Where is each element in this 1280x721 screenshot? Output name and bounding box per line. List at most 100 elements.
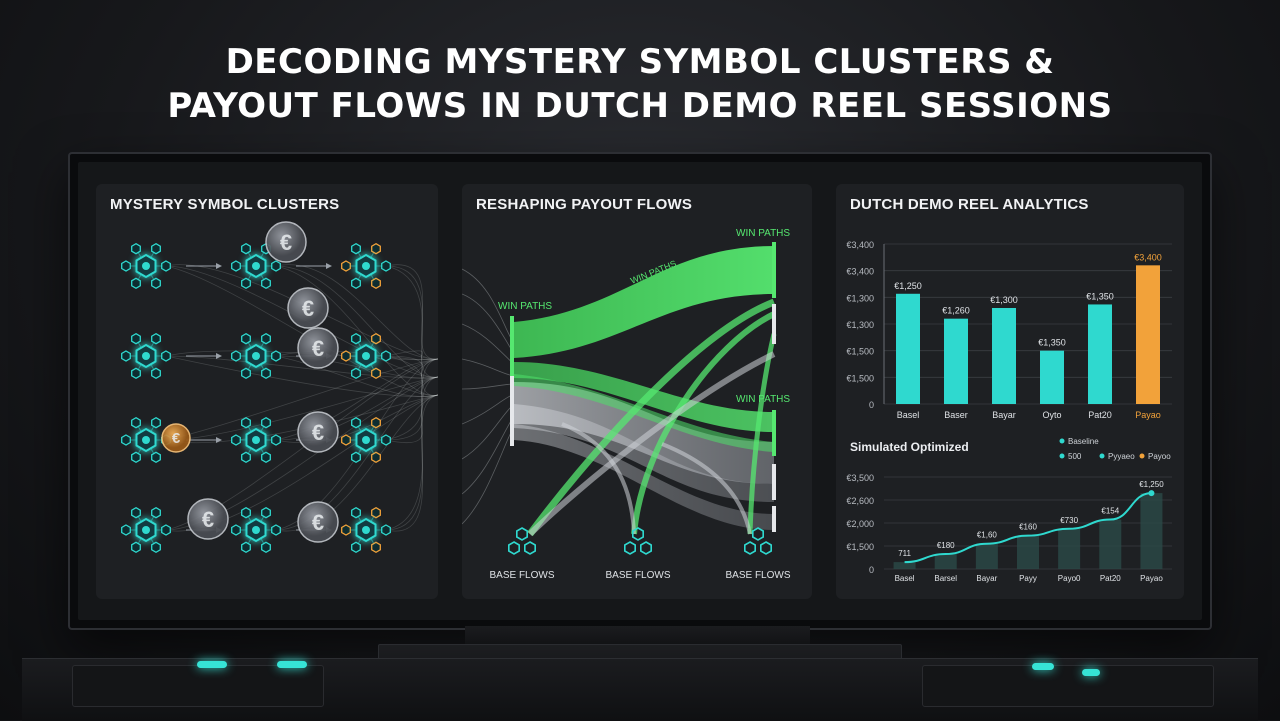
bar-category-label: Pat20 <box>1088 410 1112 420</box>
bar-category-label: Bayar <box>992 410 1016 420</box>
line-ytick-label: €3,500 <box>846 473 874 483</box>
bar-category-label: Oyto <box>1042 410 1061 420</box>
win-paths-label-left: WIN PATHS <box>498 301 552 312</box>
line-category-label: Basel <box>895 574 915 583</box>
console-led <box>277 661 307 668</box>
bar-data-label: €1,250 <box>894 281 922 291</box>
line-data-label: 711 <box>898 549 911 558</box>
line-ytick-label: 0 <box>869 565 874 575</box>
base-flows-label-mid: BASE FLOWS <box>605 570 670 581</box>
line-data-label: €1,60 <box>977 531 998 540</box>
euro-coin-icon: € <box>297 501 339 543</box>
bar-data-label: €1,300 <box>990 295 1018 305</box>
console-led <box>1082 669 1100 676</box>
line-area-bar <box>893 562 916 569</box>
euro-coin-icon: € <box>265 221 307 263</box>
bar-data-label: €1,350 <box>1038 338 1066 348</box>
line-data-label: €730 <box>1060 516 1078 525</box>
euro-coin-icon: € <box>287 287 329 329</box>
line-ytick-label: €2,600 <box>846 496 874 506</box>
symbol-cluster-node <box>341 242 391 290</box>
euro-coin-icon: € <box>297 411 339 453</box>
svg-text:€: € <box>302 296 314 321</box>
title-line-2: PAYOUT FLOWS IN DUTCH DEMO REEL SESSIONS <box>167 86 1113 126</box>
base-flow-hex-icon <box>507 527 536 555</box>
analytics-panel: DUTCH DEMO REEL ANALYTICS €3,400 €3,400 €1… <box>836 184 1184 599</box>
euro-coin-icon: € <box>297 327 339 369</box>
line-data-label: €180 <box>937 541 955 550</box>
console-drawer-left <box>72 665 324 707</box>
bar-category-label: Baser <box>944 410 968 420</box>
series-line <box>904 492 1152 564</box>
line-ytick-label: €2,000 <box>846 519 874 529</box>
svg-text:€: € <box>312 420 324 445</box>
win-paths-label-right: WIN PATHS <box>736 394 790 405</box>
symbol-cluster-node <box>121 506 171 554</box>
bar-ytick-label: €1,300 <box>846 293 874 303</box>
symbol-cluster-node <box>231 332 281 380</box>
line-area-bar <box>975 543 998 569</box>
monitor-screen: MYSTERY SYMBOL CLUSTERS €€€€€€€ <box>78 162 1202 620</box>
line-category-label: Bayar <box>976 574 997 583</box>
base-flows-label-right: BASE FLOWS <box>725 570 790 581</box>
line-area-bar <box>1099 519 1122 569</box>
symbol-cluster-node <box>231 506 281 554</box>
bar <box>1040 350 1064 404</box>
mystery-clusters-panel: MYSTERY SYMBOL CLUSTERS €€€€€€€ <box>96 184 438 599</box>
symbol-cluster-node <box>341 332 391 380</box>
bar-data-label: €1,260 <box>942 306 970 316</box>
analytics-title: DUTCH DEMO REEL ANALYTICS <box>850 196 1089 213</box>
bar <box>896 293 920 404</box>
svg-text:€: € <box>312 336 324 361</box>
legend-label: Baseline <box>1068 437 1099 446</box>
line-area-bar <box>1058 528 1081 569</box>
line-area-bar <box>934 554 957 569</box>
svg-text:€: € <box>202 507 214 532</box>
legend-label: 500 <box>1068 452 1082 461</box>
bar-ytick-label: €3,400 <box>846 267 874 277</box>
symbol-cluster-node <box>231 242 281 290</box>
line-category-label: Payao <box>1140 574 1163 583</box>
symbol-cluster-node <box>121 242 171 290</box>
payout-flows-title: RESHAPING PAYOUT FLOWS <box>476 196 693 213</box>
line-data-label: €160 <box>1019 523 1037 532</box>
line-category-label: Payo0 <box>1058 574 1081 583</box>
bar-data-label: €3,400 <box>1134 252 1162 262</box>
series-point <box>1148 490 1155 497</box>
line-category-label: Barsel <box>934 574 957 583</box>
line-category-label: Pat20 <box>1100 574 1121 583</box>
bar-data-label: €1,350 <box>1086 291 1114 301</box>
base-flow-hex-icon <box>624 527 652 555</box>
svg-text:€: € <box>280 230 292 255</box>
symbol-cluster-node <box>121 332 171 380</box>
win-paths-label-top-right: WIN PATHS <box>736 228 790 239</box>
legend-label: Payoo <box>1148 452 1171 461</box>
symbol-cluster-node <box>121 416 171 464</box>
console-led <box>1032 663 1054 670</box>
svg-text:€: € <box>312 510 324 535</box>
symbol-cluster-node <box>341 416 391 464</box>
euro-coin-icon: € <box>187 498 229 540</box>
line-data-label: €154 <box>1101 507 1119 516</box>
console-led <box>197 661 227 668</box>
media-console <box>22 658 1258 721</box>
base-flows-label-left: BASE FLOWS <box>489 570 554 581</box>
base-flow-hex-icon <box>743 527 773 555</box>
cluster-network-diagram: € € € € € € € <box>121 221 438 554</box>
bar-category-label: Payao <box>1135 410 1161 420</box>
bar-ytick-label: €1,300 <box>846 320 874 330</box>
line-area-bar <box>1140 493 1163 569</box>
payout-bar-chart: €3,400€3,400€1,300€1,300€1,500€1,5000€1,… <box>846 240 1172 420</box>
line-chart-title: Simulated Optimized <box>850 440 969 454</box>
bar <box>944 318 968 404</box>
euro-coin-icon: € <box>161 423 191 453</box>
bar <box>1136 265 1160 404</box>
monitor: MYSTERY SYMBOL CLUSTERS €€€€€€€ <box>68 152 1212 630</box>
line-area-bar <box>1017 535 1039 569</box>
payout-flows-panel: RESHAPING PAYOUT FLOWS <box>462 184 812 599</box>
bar <box>1088 304 1112 404</box>
bar <box>992 308 1016 404</box>
line-category-label: Payy <box>1019 574 1037 583</box>
